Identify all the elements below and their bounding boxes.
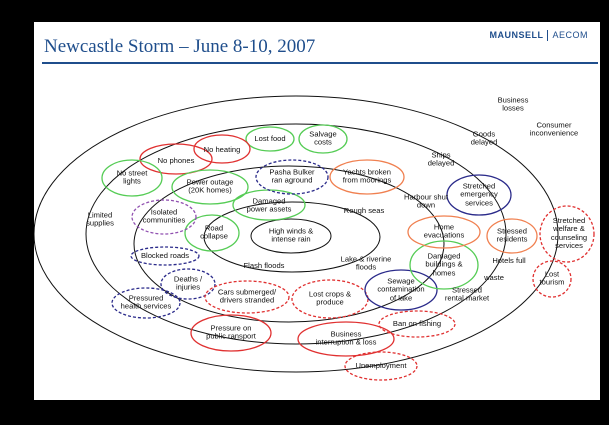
label-stressed-residents: Stressed residents (496, 226, 528, 244)
label-ships-delayed: Ships delayed (427, 150, 455, 168)
label-home-evacuations: Home evacuations (423, 222, 465, 240)
label-public-transport: Pressure on public ransport (206, 323, 256, 341)
highlight-yachts (329, 159, 405, 195)
ring-core (250, 218, 332, 254)
ring-third (85, 123, 507, 345)
label-emergency-services: Stretched emergency services (460, 181, 498, 208)
impact-diagram (34, 95, 595, 381)
label-goods-delayed: Goods delayed (470, 129, 498, 147)
slide-title: Newcastle Storm – June 8-10, 2007 (44, 36, 316, 57)
highlight-emergency (446, 174, 512, 216)
label-unemployment: Unemployment (355, 360, 407, 370)
highlight-tourism (532, 260, 572, 298)
logo-divider (547, 30, 549, 42)
label-deaths: Deaths / injuries (173, 274, 203, 292)
highlight-business-interruption (297, 321, 395, 357)
highlight-power-outage (171, 169, 249, 205)
label-high-winds: High winds & intense rain (268, 226, 314, 244)
highlight-unemployment (344, 351, 418, 381)
label-lost-food: Lost food (254, 133, 286, 143)
highlight-pasha-bulker (255, 159, 329, 195)
label-health-services: Pressured health services (120, 293, 172, 311)
logo-aecom: AECOM (552, 30, 588, 40)
label-sewage: Sewage contamination of lake (377, 276, 425, 303)
highlight-evacuations (407, 215, 481, 249)
label-flash-floods: Flash floods (243, 260, 285, 270)
label-blocked-roads: Blocked roads (140, 250, 190, 260)
label-business-interruption: Business interruption & loss (315, 329, 377, 347)
logo-maunsell: MAUNSELL (489, 30, 544, 40)
ring-inner (203, 201, 381, 273)
highlight-blocked-roads (130, 246, 200, 266)
label-lost-crops: Lost crops & produce (308, 289, 352, 307)
highlight-fishing (378, 310, 456, 338)
highlight-deaths (160, 268, 216, 300)
ring-outer (34, 95, 559, 373)
highlight-buildings (409, 240, 479, 290)
label-cars-submerged: Cars submerged/ drivers stranded (217, 287, 277, 305)
highlight-lost-food (245, 126, 295, 152)
highlight-public-transport (190, 314, 272, 352)
label-damaged-buildings: Damaged buildings & homes (425, 251, 463, 278)
highlight-salvage (298, 124, 348, 154)
slide: Newcastle Storm – June 8-10, 2007 MAUNSE… (34, 22, 600, 400)
label-road-collapse: Road collapse (200, 223, 228, 241)
label-power-outage: Power outage (20K homes) (186, 177, 234, 195)
label-limited-supplies: Limited supplies (86, 210, 114, 228)
label-isolated: Isolated communities (142, 207, 186, 225)
label-welfare: Stretched welfare & counseling services (550, 216, 588, 251)
highlight-welfare (539, 205, 595, 263)
label-no-street-lights: No street lights (116, 168, 148, 186)
highlight-no-phones (139, 143, 213, 175)
label-consumer: Consumer inconvenience (529, 120, 579, 138)
label-yachts: Yachts broken from moorings (342, 167, 392, 185)
label-rental-market: Stressed rental market (444, 285, 490, 303)
company-logo: MAUNSELL AECOM (489, 30, 588, 42)
label-salvage: Salvage costs (309, 129, 337, 147)
highlight-isolated (131, 199, 197, 235)
label-damaged-power: Damaged power assets (246, 196, 292, 214)
label-harbour: Harbour shut down (404, 192, 448, 210)
highlight-stressed-residents (486, 218, 538, 254)
title-rule (42, 62, 598, 64)
ring-second (133, 165, 445, 323)
label-waste: waste (484, 272, 504, 282)
highlight-sewage (364, 269, 438, 311)
highlight-health (111, 287, 181, 319)
highlight-no-heating (193, 134, 251, 164)
label-no-phones: No phones (157, 155, 195, 165)
label-rough-seas: Rough seas (343, 205, 385, 215)
highlight-cars (204, 280, 290, 314)
label-pasha-bulker: Pasha Bulker ran aground (269, 167, 315, 185)
highlight-street-lights (101, 159, 163, 197)
label-lake-floods: Lake & riverine floods (340, 254, 392, 272)
label-no-heating: No heating (203, 144, 241, 154)
highlight-road-collapse (184, 214, 240, 252)
label-ban-fishing: Ban on fishing (392, 318, 442, 328)
label-business-losses: Business losses (497, 95, 529, 113)
label-lost-tourism: Lost tourism (539, 269, 565, 287)
label-hotels-full: Hotels full (492, 255, 526, 265)
